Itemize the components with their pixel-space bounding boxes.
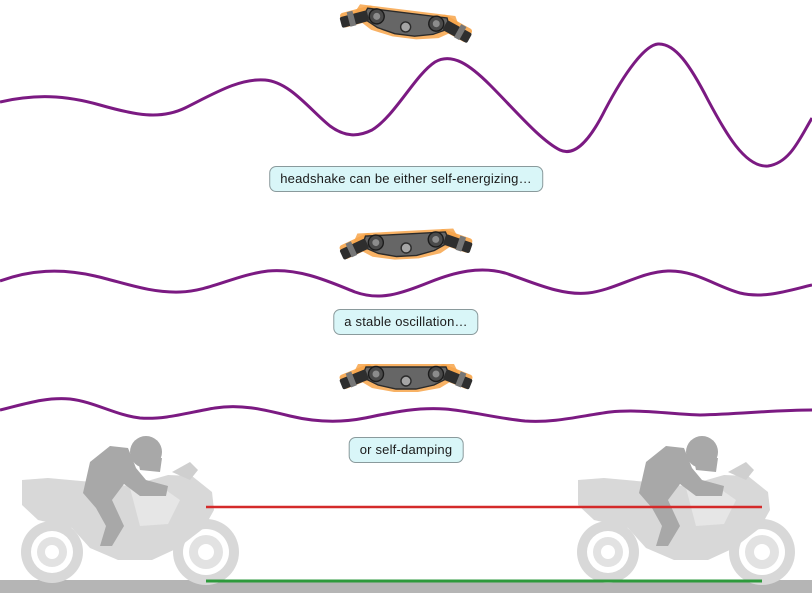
caption-stable-oscillation: a stable oscillation… [333, 309, 479, 335]
wave-stable-oscillation [0, 268, 812, 298]
handlebar-energizing-icon [336, 0, 476, 47]
motorcycle-left-icon [21, 436, 239, 585]
caption-self-energizing: headshake can be either self-energizing… [269, 166, 543, 192]
wave-self-energizing [0, 42, 812, 168]
caption-self-damping: or self-damping [348, 437, 464, 463]
motorcycle-right-icon [577, 436, 795, 585]
wave-self-damping [0, 397, 812, 423]
handlebar-damping-icon [337, 362, 475, 393]
handlebar-stable-icon [337, 225, 475, 264]
